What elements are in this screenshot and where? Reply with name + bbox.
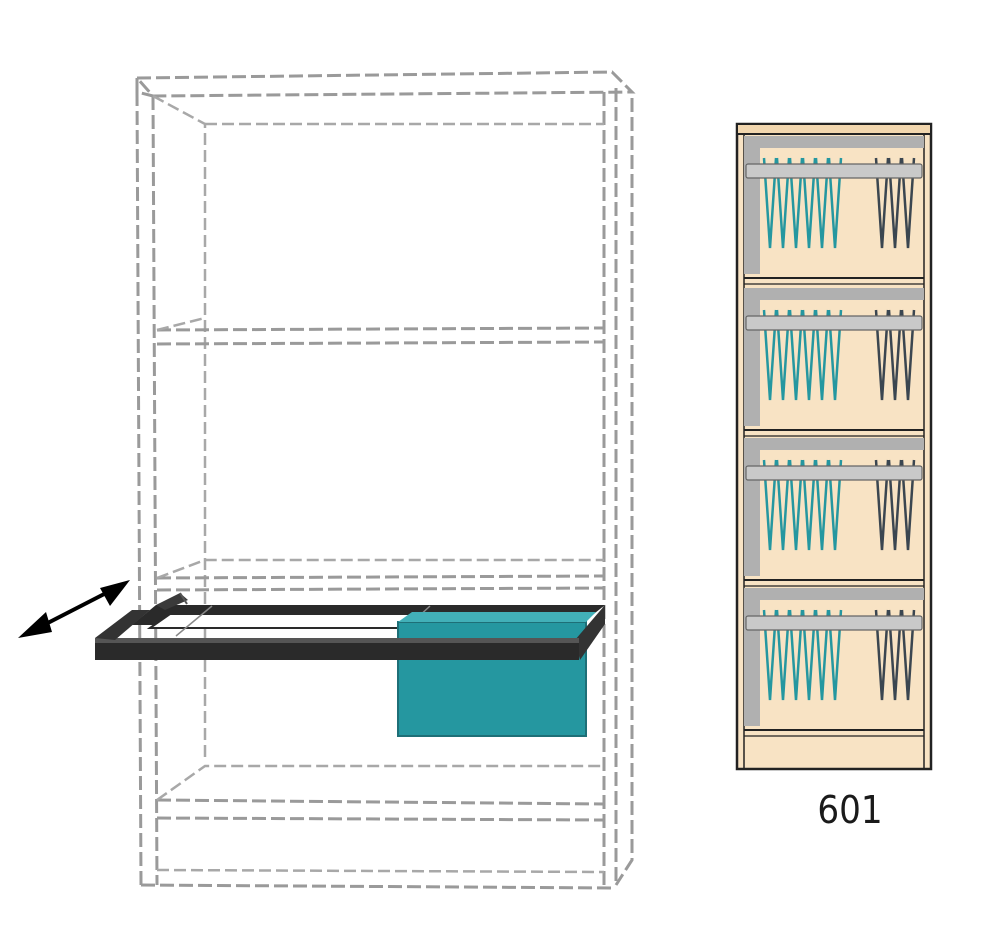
cabinet-tier bbox=[744, 438, 924, 587]
cabinet-tier bbox=[744, 136, 924, 285]
pull-out-file-frame bbox=[95, 592, 605, 737]
double-arrow-icon bbox=[18, 580, 130, 638]
cabinet-601 bbox=[735, 122, 933, 771]
shelf-unit-outline bbox=[133, 70, 636, 890]
model-number-label: 601 bbox=[817, 788, 883, 832]
cabinet-tier bbox=[744, 288, 924, 437]
cabinet-tier bbox=[744, 588, 924, 737]
shelf-unit-diagram bbox=[18, 70, 636, 890]
